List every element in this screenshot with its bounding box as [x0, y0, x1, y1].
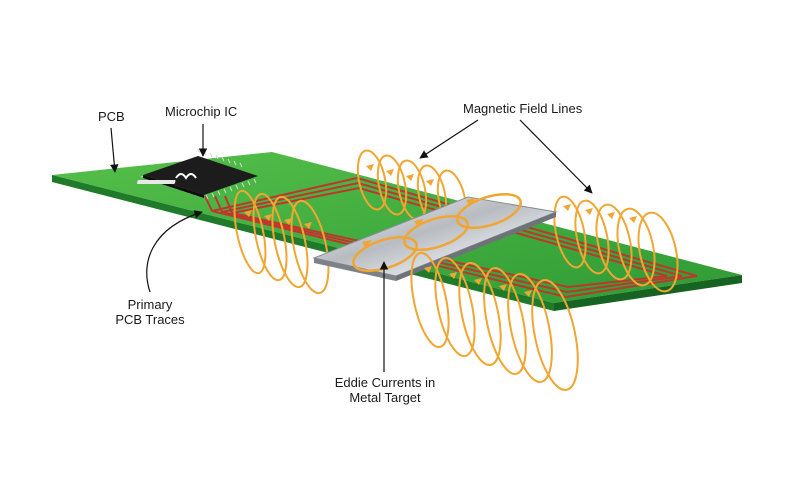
leader-magnetic-2: [519, 119, 593, 194]
field-loop: [376, 154, 408, 216]
label-eddie-currents: Eddie Currents in Metal Target: [320, 375, 450, 405]
trace-lead-3: [224, 195, 233, 214]
field-loop: [616, 207, 656, 287]
field-loop: [410, 251, 450, 349]
field-loop: [252, 192, 288, 282]
eddy-current-loop: [403, 214, 469, 252]
label-pcb: PCB: [98, 109, 125, 124]
metal-target-edge: [314, 258, 396, 281]
leader-lines: [110, 119, 593, 372]
label-eddie-line1: Eddie Currents in: [334, 375, 436, 390]
trace-loop-inner: [231, 186, 668, 289]
field-loop: [458, 261, 502, 367]
label-microchip-ic: Microchip IC: [165, 104, 238, 119]
pcb-right-edge: [554, 275, 742, 311]
microchip-logo-icon: [136, 173, 197, 184]
trace-loop-middle: [221, 181, 683, 294]
field-lines-left: [233, 149, 468, 295]
field-loop: [290, 199, 330, 295]
field-loop: [233, 189, 267, 275]
field-lines-right: [553, 195, 679, 293]
field-loop: [483, 267, 527, 375]
eddy-current-arrows: [362, 198, 476, 248]
field-loop: [531, 279, 579, 391]
field-loop: [553, 195, 587, 269]
leader-pcb: [110, 127, 119, 173]
field-loop: [574, 199, 610, 275]
field-arrows-right: [563, 204, 637, 223]
label-primary-line1: Primary: [127, 297, 173, 312]
leader-magnetic-1: [419, 119, 479, 159]
field-loop: [271, 195, 309, 289]
field-loop: [356, 149, 388, 211]
eddy-current-loop: [352, 235, 418, 273]
field-loop: [434, 256, 476, 358]
field-arrows-left: [244, 164, 434, 229]
primary-pcb-traces: [204, 176, 698, 299]
eddy-currents: [352, 192, 522, 273]
label-primary-line2: PCB Traces: [115, 312, 185, 327]
trace-lead-1: [204, 195, 213, 212]
pcb-front-edge: [52, 175, 554, 311]
metal-target-edge-right: [396, 212, 556, 281]
field-loop: [507, 273, 553, 383]
microchip-ic: [136, 148, 258, 200]
label-eddie-line2: Metal Target: [349, 390, 421, 405]
field-loop: [595, 203, 633, 281]
metal-target: [312, 192, 558, 281]
field-loop: [637, 211, 679, 293]
label-primary-pcb-traces: Primary PCB Traces: [100, 297, 200, 327]
field-lines-front: [410, 251, 579, 391]
field-arrows-front: [424, 266, 532, 297]
chip-body: [143, 156, 258, 195]
label-magnetic-field-lines: Magnetic Field Lines: [463, 101, 583, 116]
trace-lead-2: [214, 195, 223, 213]
eddy-current-loop: [456, 192, 522, 230]
trace-loop-outer: [211, 176, 698, 299]
leader-primary-traces: [146, 210, 203, 293]
